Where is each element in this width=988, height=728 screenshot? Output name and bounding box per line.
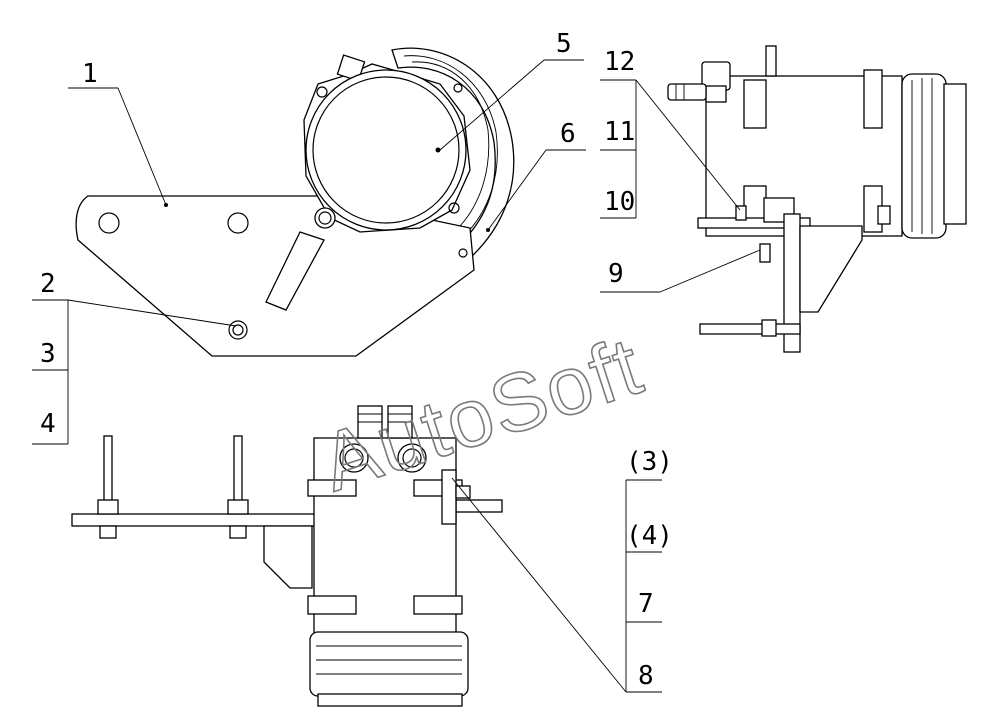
bracket-plate [71, 513, 319, 527]
top-view [71, 405, 503, 707]
pulley [901, 73, 947, 239]
callout-12: 12 [604, 47, 635, 77]
callout-9: 9 [608, 259, 624, 289]
callout-8: 8 [638, 661, 654, 691]
callout-7: 7 [638, 589, 654, 619]
compressor-body [305, 69, 467, 231]
callout-3: 3 [40, 339, 56, 369]
front-view [75, 47, 515, 357]
callout-1: 1 [82, 59, 98, 89]
callout-6: 6 [560, 119, 576, 149]
pulley-top [309, 631, 469, 697]
callout-3-paren: (3) [626, 447, 673, 477]
callout-2: 2 [40, 269, 56, 299]
bracket-hole [227, 212, 249, 234]
callout-4-paren: (4) [626, 521, 673, 551]
callout-11: 11 [604, 117, 635, 147]
mounting-bracket [75, 195, 475, 357]
callouts: 1 2 3 4 5 6 12 11 10 9 [32, 29, 761, 693]
callout-5: 5 [556, 29, 572, 59]
side-view [667, 45, 967, 353]
bracket-bolt [228, 320, 248, 340]
callout-4: 4 [40, 409, 56, 439]
callout-10: 10 [604, 187, 635, 217]
bracket-hole [98, 212, 120, 234]
